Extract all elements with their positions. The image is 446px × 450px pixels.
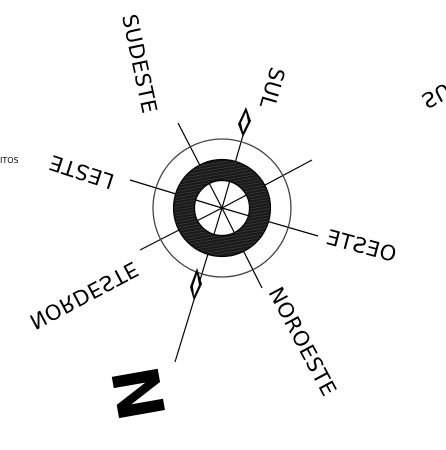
label-oeste: OESTE (323, 225, 399, 267)
label-noroeste: NOROESTE (264, 283, 342, 400)
label-leste: LESTE (46, 150, 117, 194)
north-mark: N (100, 360, 182, 426)
label-sudeste: SUDESTE (117, 12, 161, 116)
label-nordeste: NORDESTE (26, 256, 143, 333)
label-sul: SUL (255, 65, 290, 112)
label-cut-off: ITOS (0, 156, 19, 165)
label-sudoeste: SUDOESTE (418, 36, 446, 113)
